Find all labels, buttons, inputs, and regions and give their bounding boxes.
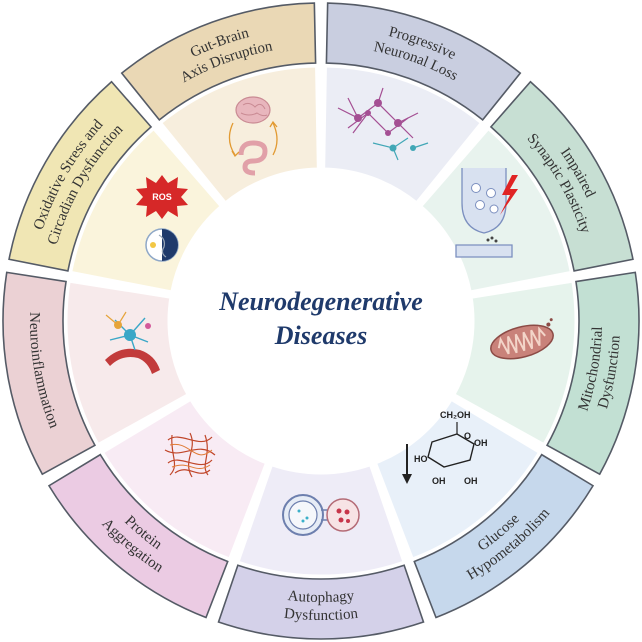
center-title-line2: Diseases: [274, 321, 367, 350]
ros-circadian-icon: ROS: [136, 175, 188, 262]
glucose-ch2oh: CH₂OH: [440, 410, 471, 420]
gut-brain-icon: [228, 96, 278, 176]
inner-segment-mitochondrial: [451, 279, 578, 447]
autophagosome-icon: [282, 494, 360, 536]
segment-label-autophagy-line1: Autophagy: [287, 588, 356, 606]
outer-segment-glucose: [413, 453, 595, 619]
glucose-ho: HO: [414, 454, 428, 464]
inner-segment-protein: [100, 397, 269, 562]
inner-segment-neuronal-loss: [322, 64, 484, 205]
glucose-oh-3: OH: [432, 476, 446, 486]
inner-segment-oxidative: [68, 126, 224, 294]
inner-segment-glucose: [373, 397, 542, 562]
mitochondria-icon: [490, 318, 554, 360]
outer-segment-oxidative: [8, 80, 153, 272]
protein-aggregate-icon: [164, 432, 216, 478]
outer-segment-mitochondrial: [546, 271, 640, 476]
outer-segment-protein: [47, 453, 229, 619]
segment-label-autophagy-line2: Dysfunction: [283, 606, 359, 624]
glucose-oh-1: OH: [474, 438, 488, 448]
outer-segment-gut-brain: [120, 2, 317, 122]
center-title-line1: Neurodegenerative: [218, 287, 423, 316]
outer-segment-synaptic: [489, 80, 634, 272]
inner-segment-gut-brain: [158, 64, 320, 205]
glucose-ring-o: O: [464, 431, 471, 441]
glucose-molecule-icon: CH₂OH O OH OH OH HO: [402, 410, 488, 486]
neuron-network-icon: [337, 87, 429, 161]
center-circle: [171, 171, 471, 471]
outer-segment-autophagy: [217, 564, 425, 640]
glia-vessel-icon: [105, 311, 160, 374]
glucose-oh-2: OH: [464, 476, 478, 486]
ros-label: ROS: [152, 192, 172, 202]
synapse-icon: [455, 168, 518, 258]
outer-segment-neuronal-loss: [325, 2, 522, 122]
outer-segment-neuroinflammation: [2, 271, 96, 476]
inner-segment-neuroinflammation: [64, 279, 191, 447]
